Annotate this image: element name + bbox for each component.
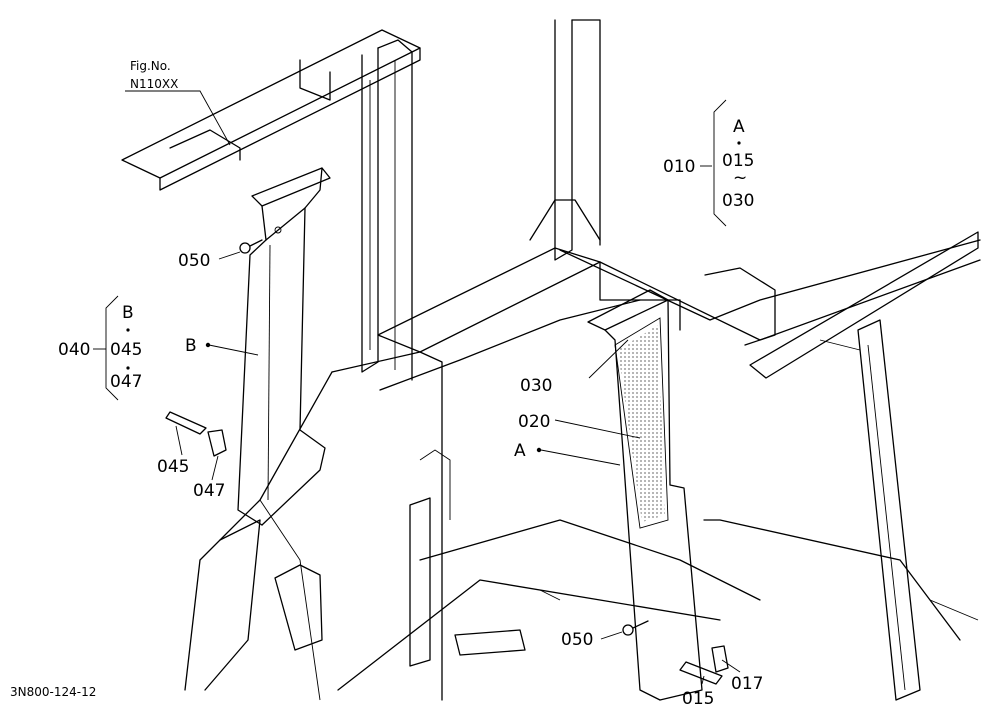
group-b-bracket: 040 B 045 047: [58, 295, 142, 401]
part-b-cover: [237, 167, 331, 526]
cab-frame: [121, 19, 981, 701]
callout-030: 030: [520, 376, 552, 396]
figure-reference: Fig.No. N110XX: [130, 59, 178, 91]
callout-050-top: 050: [178, 251, 210, 271]
group-b-item-2: 045: [110, 340, 142, 360]
callout-050-bottom: 050: [561, 630, 593, 650]
callout-b: B: [185, 336, 197, 356]
mesh-panel-020: [614, 317, 669, 529]
pin-045: [165, 411, 207, 435]
group-a-parent: 010: [663, 157, 695, 177]
group-b-item-3: 047: [110, 372, 142, 392]
svg-text:~: ~: [733, 168, 747, 188]
group-b-parent: 040: [58, 340, 90, 360]
callout-a: A: [514, 441, 526, 461]
bolt-050-top: [239, 239, 263, 254]
part-a-cover: [587, 289, 703, 701]
callout-b-dot: [205, 342, 211, 348]
callout-020: 020: [518, 412, 550, 432]
group-a-item-1: A: [733, 117, 745, 137]
clip-047: [207, 429, 227, 457]
group-b-item-1: B: [122, 303, 134, 323]
drawing-code: 3N800-124-12: [10, 685, 96, 699]
group-a-item-3: 030: [722, 191, 754, 211]
fig-number: N110XX: [130, 77, 178, 91]
clip-017: [711, 645, 729, 673]
group-a-item-2: 015: [722, 151, 754, 171]
callout-045: 045: [157, 457, 189, 477]
callout-a-dot: [536, 447, 542, 453]
fig-caption: Fig.No.: [130, 59, 171, 73]
callout-015: 015: [682, 689, 714, 709]
group-a-bracket: 010 A 015 ~ 030: [663, 99, 754, 227]
callout-017: 017: [731, 674, 763, 694]
bolt-050-bottom: [622, 620, 649, 636]
pin-015: [679, 661, 723, 685]
leader-lines: [125, 90, 741, 685]
callout-047: 047: [193, 481, 225, 501]
